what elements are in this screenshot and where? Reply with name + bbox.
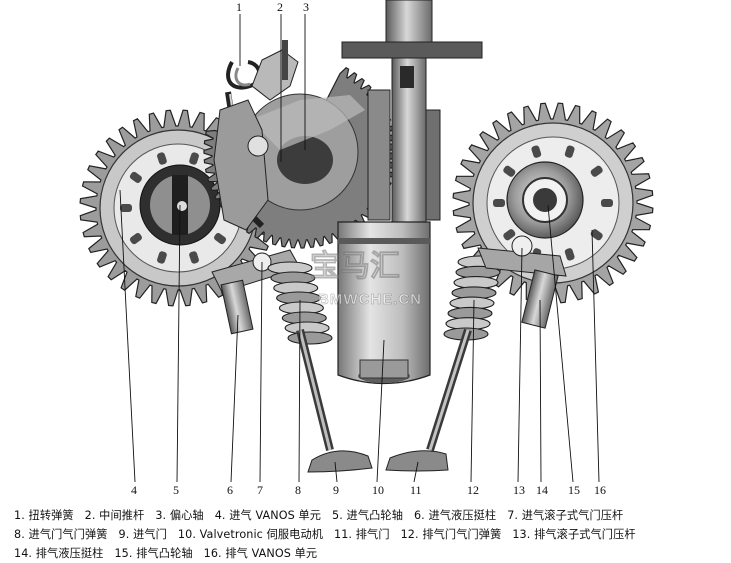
caption-item: 12. 排气门气门弹簧 xyxy=(400,528,502,541)
callout-15: 15 xyxy=(568,483,580,497)
caption-item: 3. 偏心轴 xyxy=(155,509,204,522)
caption-item: 2. 中间推杆 xyxy=(84,509,145,522)
caption-item: 1. 扭转弹簧 xyxy=(14,509,74,522)
watermark: 宝马汇 BMWCHE.CN xyxy=(310,249,422,309)
exhaust-valve xyxy=(385,328,472,472)
callout-leader-lines xyxy=(119,14,600,483)
caption-item: 13. 排气滚子式气门压杆 xyxy=(512,528,636,541)
callout-16: 16 xyxy=(594,483,606,497)
callout-9: 9 xyxy=(333,483,339,497)
callout-12: 12 xyxy=(467,483,479,497)
callout-13: 13 xyxy=(513,483,525,497)
caption-item: 7. 进气滚子式气门压杆 xyxy=(507,509,624,522)
callout-14: 14 xyxy=(536,483,548,497)
callout-10: 10 xyxy=(372,483,384,497)
callout-11: 11 xyxy=(410,483,422,497)
caption-item: 6. 进气液压挺柱 xyxy=(413,509,497,522)
callout-1: 1 xyxy=(236,0,242,14)
caption-item: 10. Valvetronic 伺服电动机 xyxy=(177,528,324,541)
watermark-url: BMWCHE.CN xyxy=(318,291,422,308)
exhaust-valve-spring xyxy=(443,255,503,341)
caption-item: 8. 进气门气门弹簧 xyxy=(14,528,108,541)
figure-caption: 1. 扭转弹簧 2. 中间推杆 3. 偏心轴 4. 进气 VANOS 单元 5.… xyxy=(14,506,726,563)
valvetrain-diagram: 宝马汇 BMWCHE.CN 1 2 3 4 5 6 7 8 9 10 11 12… xyxy=(79,0,654,497)
caption-item: 9. 进气门 xyxy=(118,528,167,541)
caption-item: 4. 进气 VANOS 单元 xyxy=(214,509,322,522)
valvetronic-servo-motor xyxy=(337,0,483,385)
callout-3: 3 xyxy=(303,0,309,14)
caption-item: 5. 进气凸轮轴 xyxy=(332,509,403,522)
exhaust-vanos-sprocket xyxy=(452,102,654,304)
caption-item: 16. 排气 VANOS 单元 xyxy=(203,547,318,560)
caption-item: 11. 排气门 xyxy=(334,528,390,541)
callout-6: 6 xyxy=(227,483,233,497)
callout-2: 2 xyxy=(277,0,283,14)
callout-8: 8 xyxy=(295,483,301,497)
callout-7: 7 xyxy=(257,483,263,497)
callout-numbers: 1 2 3 4 5 6 7 8 9 10 11 12 13 14 15 16 xyxy=(131,0,606,497)
caption-item: 14. 排气液压挺柱 xyxy=(14,547,104,560)
watermark-logo-text: 宝马汇 xyxy=(310,249,400,283)
callout-5: 5 xyxy=(173,483,179,497)
callout-4: 4 xyxy=(131,483,137,497)
intake-rocker-assembly xyxy=(211,40,301,335)
caption-item: 15. 排气凸轮轴 xyxy=(114,547,193,560)
intake-valve xyxy=(296,329,373,473)
